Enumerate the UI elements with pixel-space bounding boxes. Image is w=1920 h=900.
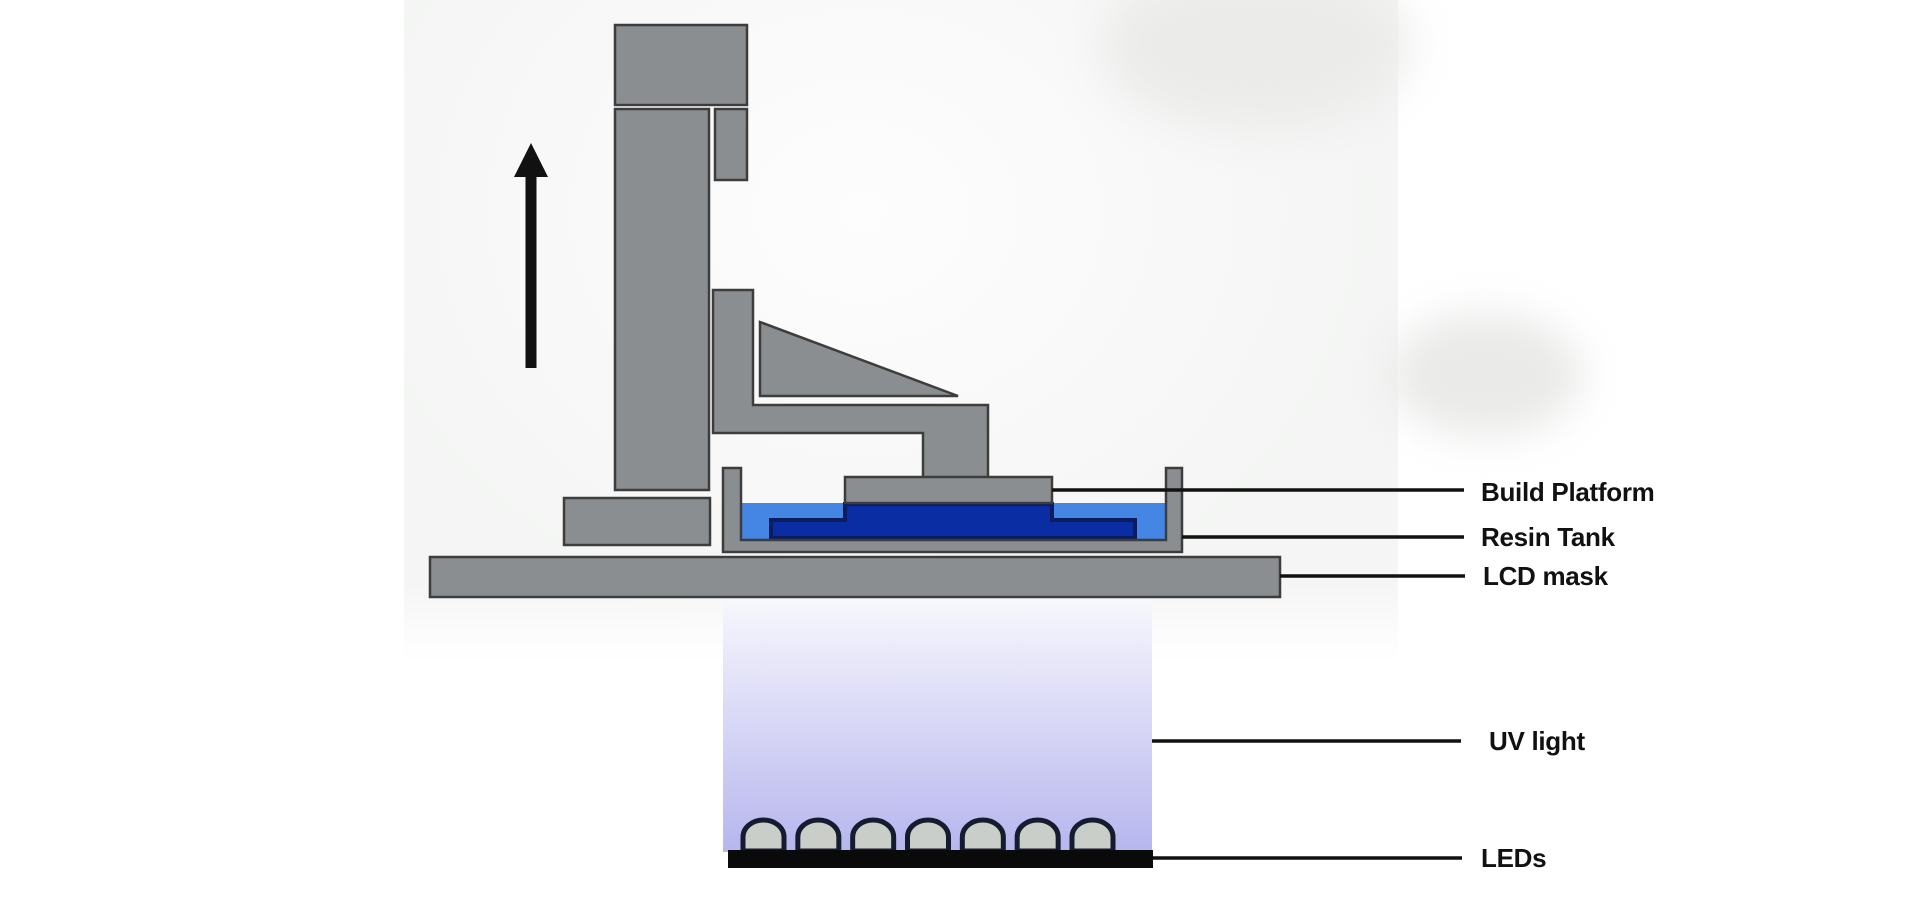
print-head-block — [613, 23, 749, 107]
led-dome — [850, 817, 897, 854]
led-dome — [905, 817, 951, 854]
led-bar — [728, 850, 1153, 868]
label-build-platform: Build Platform — [1481, 477, 1655, 507]
led-dome — [1069, 817, 1116, 854]
led-dome — [959, 817, 1006, 854]
z-axis-column — [613, 107, 711, 492]
carriage-block — [713, 107, 749, 182]
build-platform-shape — [843, 475, 1054, 505]
label-resin-tank: Resin Tank — [1481, 522, 1615, 552]
up-arrow-icon — [514, 143, 548, 368]
label-lcd-mask: LCD mask — [1483, 561, 1608, 591]
base-block — [562, 496, 712, 547]
uv-light-beam — [723, 600, 1152, 852]
label-uv-light: UV light — [1489, 726, 1585, 756]
gusset-triangle — [758, 320, 959, 398]
lcd-mask-slab — [428, 555, 1282, 599]
led-dome — [795, 817, 842, 854]
led-dome — [1014, 817, 1061, 854]
resin-tank-shape — [721, 466, 1184, 554]
cured-resin-layer — [769, 502, 1137, 540]
led-dome — [740, 817, 787, 854]
label-leds: LEDs — [1481, 843, 1547, 873]
leds-group — [740, 817, 1116, 854]
